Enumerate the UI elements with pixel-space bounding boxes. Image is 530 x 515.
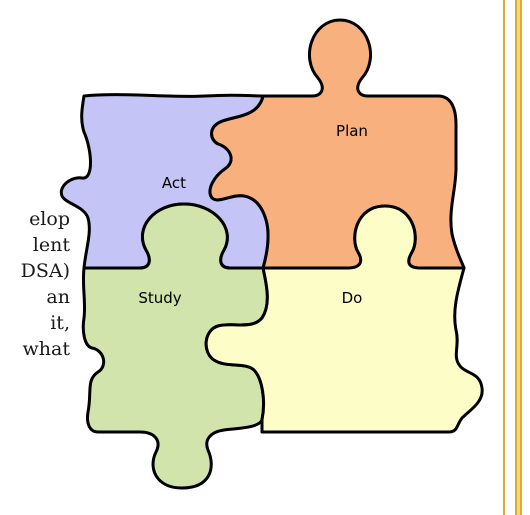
puzzle-piece-do (204, 204, 484, 434)
text-line: lent (32, 234, 70, 256)
slide-body-text: elop lent DSA) an it, what (0, 206, 70, 362)
label-do: Do (342, 289, 363, 307)
label-act: Act (162, 174, 186, 192)
pdsa-puzzle-diagram: Act Plan Study Do (59, 18, 484, 490)
puzzle-piece-study (81, 202, 269, 490)
text-line: it, (50, 312, 70, 334)
label-study: Study (138, 289, 181, 307)
label-plan: Plan (336, 122, 368, 140)
text-line: elop (29, 208, 70, 230)
text-line: DSA) (20, 260, 70, 282)
text-line: an (46, 286, 70, 308)
text-line: what (22, 338, 70, 360)
frame-rule (503, 0, 505, 515)
frame-border-highlight (517, 0, 520, 515)
